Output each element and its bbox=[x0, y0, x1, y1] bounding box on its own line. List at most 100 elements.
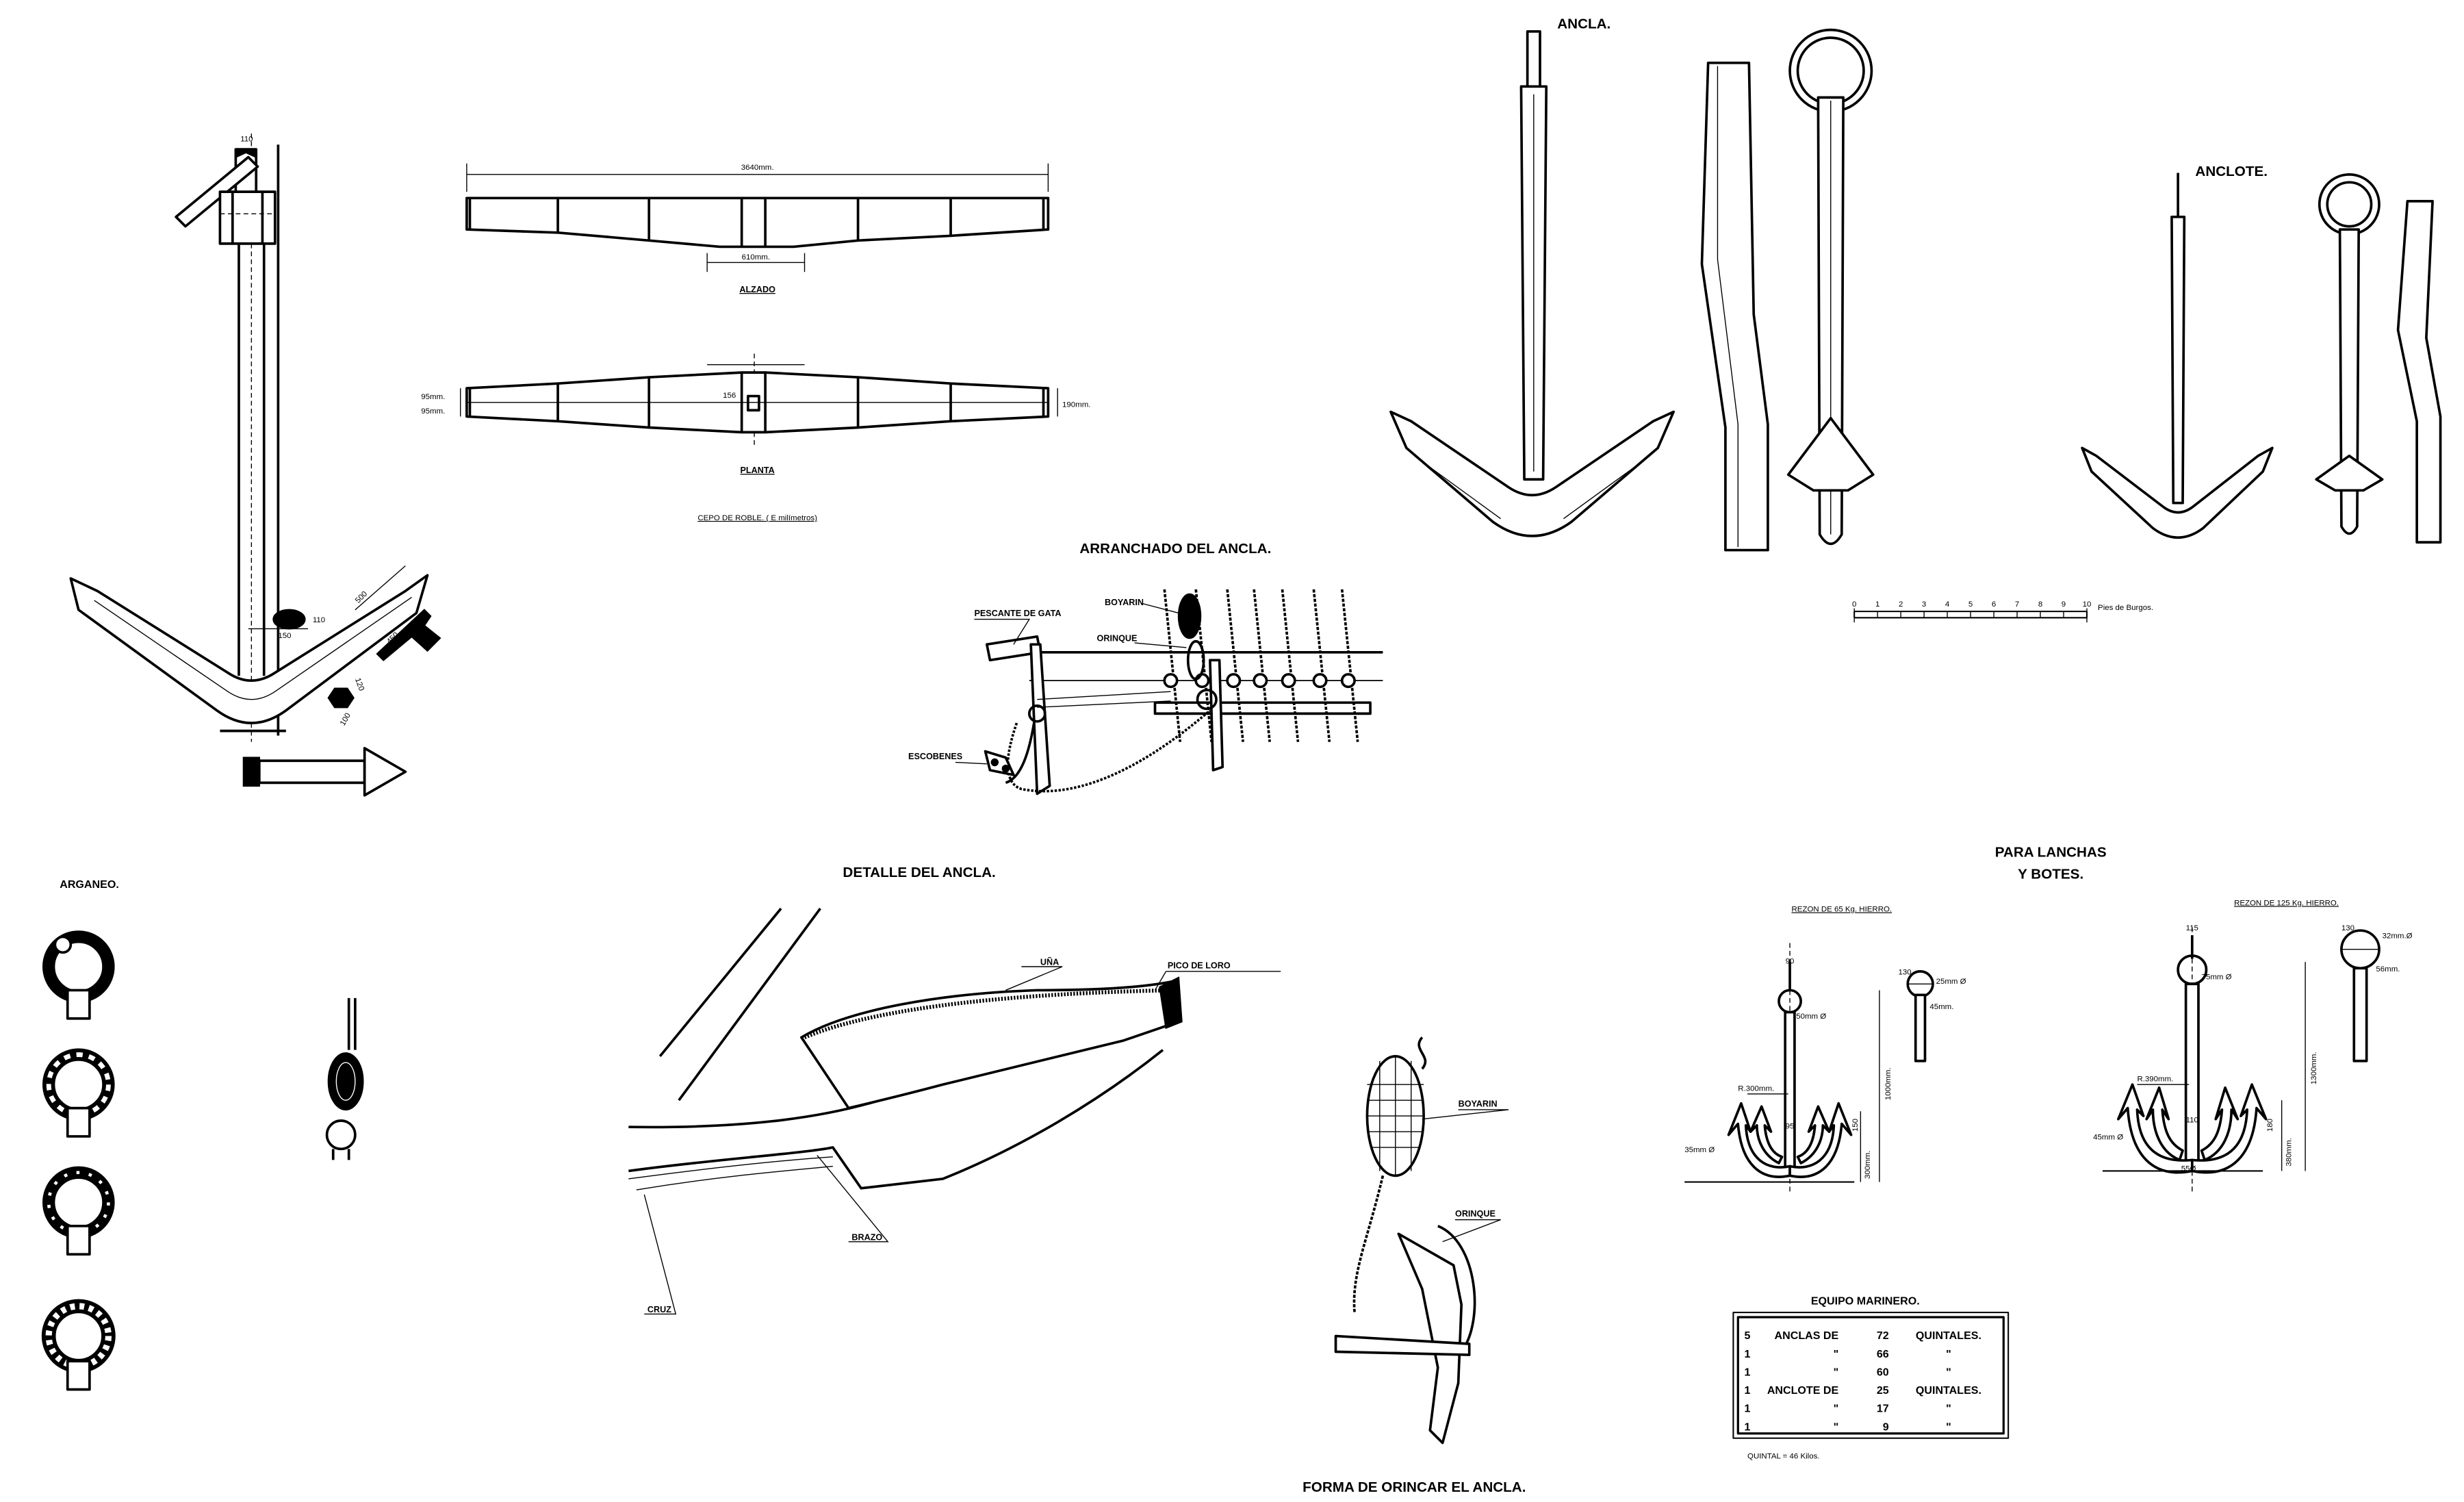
rezon-125-fluke: 180 bbox=[2266, 1119, 2274, 1132]
arranchado-drawing: PESCANTE DE GATA BOYARIN ORINQUE ESCOBEN… bbox=[908, 589, 1383, 795]
label-una: UÑA bbox=[1040, 957, 1059, 967]
block bbox=[1226, 673, 1242, 689]
block bbox=[1281, 673, 1296, 689]
orincar-title: FORMA DE ORINCAR EL ANCLA. bbox=[1302, 1479, 1526, 1495]
row-unit: " bbox=[1946, 1348, 1951, 1360]
row-unit: " bbox=[1946, 1421, 1951, 1433]
rod bbox=[1226, 589, 1244, 742]
stock-center-length: 610mm. bbox=[742, 253, 770, 262]
rod bbox=[1253, 589, 1271, 742]
label-orincar-boyarin: BOYARIN bbox=[1459, 1099, 1498, 1108]
arganeo-rings bbox=[41, 930, 116, 1391]
row-count: 1 bbox=[1744, 1421, 1750, 1433]
label-escobenes: ESCOBENES bbox=[908, 752, 962, 761]
dim-section-width: 150 bbox=[278, 632, 291, 640]
row-unit: QUINTALES. bbox=[1916, 1329, 1981, 1342]
row-name: " bbox=[1834, 1403, 1839, 1415]
rope-knot-drawing bbox=[325, 997, 364, 1160]
rezon-125-arm: 45mm Ø bbox=[2093, 1134, 2123, 1142]
label-orincar-orinque: ORINQUE bbox=[1455, 1209, 1496, 1219]
stock-plan: 156 95mm. 95mm. 190mm. PLANTA CEPO DE RO… bbox=[421, 353, 1090, 522]
rezon-125-title: REZON DE 125 Kg. HIERRO. bbox=[2234, 899, 2339, 907]
stock-half-top: 95mm. bbox=[421, 393, 445, 401]
label-pico-de-loro: PICO DE LORO bbox=[1168, 960, 1231, 970]
row-quantity: 9 bbox=[1883, 1421, 1889, 1433]
arganeo-title: ARGANEO. bbox=[60, 878, 119, 891]
row-count: 1 bbox=[1744, 1348, 1750, 1360]
rezon-125-shank: 75mm Ø bbox=[2202, 973, 2232, 981]
block bbox=[1163, 673, 1179, 689]
row-quantity: 25 bbox=[1877, 1384, 1889, 1397]
ancla-ring-view bbox=[1786, 28, 1875, 546]
dim-arm-length: 500 bbox=[354, 590, 369, 605]
anclote-side-view bbox=[2396, 200, 2442, 544]
anclote-ring-view bbox=[2315, 173, 2384, 535]
stock-half-bottom: 95mm. bbox=[421, 407, 445, 416]
row-count: 5 bbox=[1744, 1329, 1750, 1342]
equipo-row: 1"66" bbox=[1744, 1348, 1951, 1360]
ancla-side-view bbox=[1700, 62, 1769, 552]
rezon-125-radius: R.390mm. bbox=[2137, 1075, 2173, 1084]
detalle-drawing: UÑA PICO DE LORO BRAZO CRUZ bbox=[628, 907, 1281, 1314]
equipo-marinero-table: EQUIPO MARINERO. 5 ANCLAS DE 72 QUINTALES. 1… bbox=[1732, 1295, 2010, 1461]
ancla-drawing bbox=[1389, 30, 1675, 537]
lanchas-title-1: PARA LANCHAS bbox=[1995, 844, 2107, 860]
label-orinque: ORINQUE bbox=[1097, 634, 1138, 644]
rezon-65-crown: 95 bbox=[1786, 1122, 1795, 1130]
equipo-title: EQUIPO MARINERO. bbox=[1811, 1295, 1920, 1308]
rezon-125-drawing: REZON DE 125 Kg. HIERRO. 115 75mm Ø R.39… bbox=[2093, 899, 2413, 1195]
stock-hole: 156 bbox=[723, 392, 736, 400]
rezon-125-ring-shank: 56mm. bbox=[2376, 965, 2400, 973]
rezon-65-shank: 50mm Ø bbox=[1796, 1013, 1826, 1021]
equipo-row: 1"9" bbox=[1744, 1421, 1951, 1433]
rod bbox=[1281, 589, 1300, 742]
rezon-65-ring-d: 25mm Ø bbox=[1936, 978, 1966, 986]
rod bbox=[1163, 589, 1182, 742]
anclote-title: ANCLOTE. bbox=[2195, 164, 2268, 179]
rod bbox=[1312, 589, 1331, 742]
rezon-65-radius: R.300mm. bbox=[1738, 1084, 1774, 1093]
rezon-65-arm-height: 300mm. bbox=[1864, 1151, 1872, 1179]
stock-elevation: 3640mm. 610mm. ALZADO bbox=[465, 163, 1050, 294]
scale-tick-label: 6 bbox=[1992, 600, 1996, 609]
dim-section-height: 110 bbox=[313, 616, 325, 624]
row-name: ANCLAS DE bbox=[1775, 1329, 1839, 1342]
stock-caption: CEPO DE ROBLE. ( E milímetros) bbox=[697, 514, 817, 522]
scale-tick-label: 9 bbox=[2062, 600, 2066, 609]
rezon-125-height: 1300mm. bbox=[2310, 1052, 2318, 1084]
detalle-title: DETALLE DEL ANCLA. bbox=[843, 865, 995, 880]
rezon-125-ring-d: 32mm.Ø bbox=[2383, 932, 2413, 941]
rezon-125-crown: 110 bbox=[2186, 1116, 2198, 1124]
planta-label: PLANTA bbox=[741, 466, 775, 475]
quintal-note: QUINTAL = 46 Kilos. bbox=[1747, 1453, 1820, 1461]
row-unit: " bbox=[1946, 1403, 1951, 1415]
block bbox=[1194, 673, 1210, 689]
rezon-125-arm-height: 380mm. bbox=[2285, 1138, 2293, 1166]
rezon-65-top: 90 bbox=[1786, 957, 1795, 965]
row-count: 1 bbox=[1744, 1403, 1750, 1415]
rezon-125-top: 115 bbox=[2186, 924, 2198, 932]
label-brazo: BRAZO bbox=[851, 1232, 882, 1242]
left-anchor-drawing: 110 500 450 110 150 120 100 bbox=[69, 133, 441, 797]
row-count: 1 bbox=[1744, 1366, 1750, 1378]
rezon-125-base: 55Ø bbox=[2181, 1164, 2196, 1173]
alzado-label: ALZADO bbox=[739, 285, 775, 294]
stock-length: 3640mm. bbox=[741, 164, 774, 172]
equipo-row: 5 ANCLAS DE 72 QUINTALES. bbox=[1744, 1329, 1981, 1342]
block bbox=[1340, 673, 1356, 689]
scale-unit: Pies de Burgos. bbox=[2098, 604, 2153, 612]
rezon-65-drawing: REZON DE 65 Kg. HIERRO. 90 50mm Ø R.300m… bbox=[1684, 906, 1966, 1195]
rezon-65-arm: 35mm Ø bbox=[1684, 1146, 1715, 1154]
scale-tick-label: 5 bbox=[1968, 600, 1973, 609]
row-unit: " bbox=[1946, 1366, 1951, 1378]
rod bbox=[1340, 589, 1359, 742]
row-name: " bbox=[1834, 1366, 1839, 1378]
rezon-65-ring-shank: 45mm. bbox=[1929, 1003, 1953, 1011]
row-quantity: 72 bbox=[1877, 1329, 1889, 1342]
dim-crown-b: 100 bbox=[339, 712, 352, 728]
anclote-drawing bbox=[2081, 173, 2274, 539]
row-quantity: 17 bbox=[1877, 1403, 1889, 1415]
scale-tick-label: 7 bbox=[2015, 600, 2019, 609]
